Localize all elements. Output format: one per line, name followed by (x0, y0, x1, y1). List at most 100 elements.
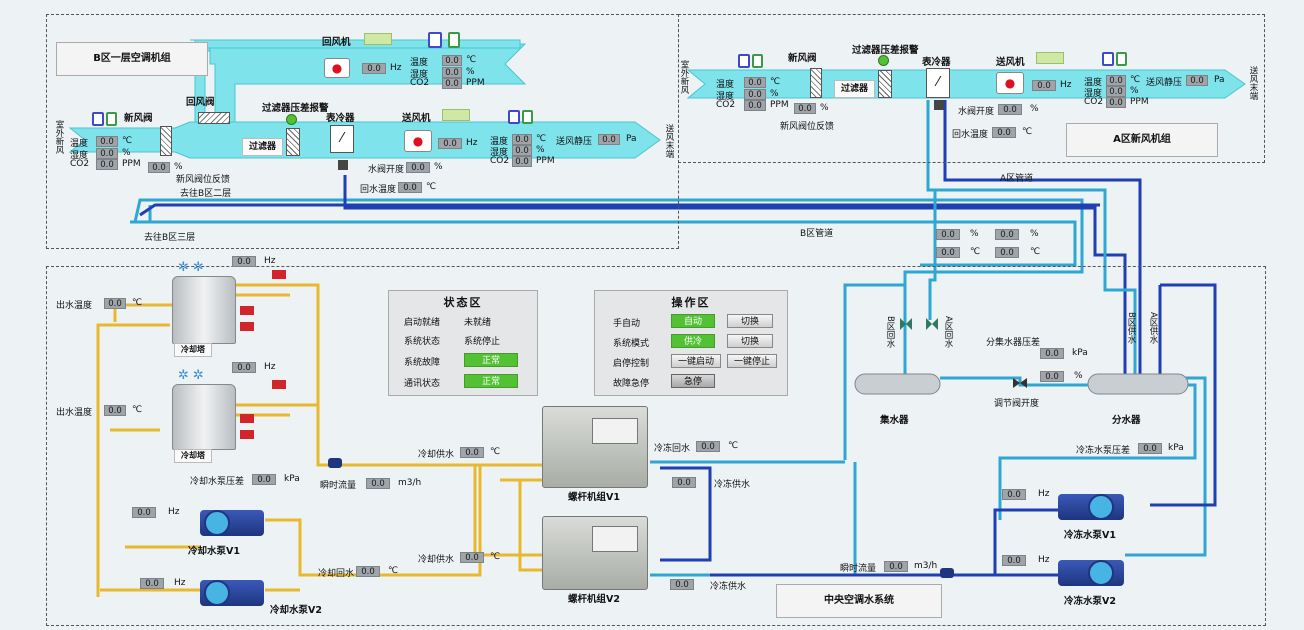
tower2-valve-top-icon[interactable] (272, 380, 286, 389)
b-out-sensors (92, 112, 122, 126)
tower1-fan-icon[interactable]: ✲✲ (178, 260, 208, 275)
b-return-valve-icon[interactable] (900, 318, 912, 330)
manifold-dp-label: 分集水器压差 (986, 338, 1041, 348)
a-water-valve-icon[interactable] (934, 100, 944, 110)
cooling-flow-value: 0.0 (366, 478, 390, 489)
chw-flow-label: 瞬时流量 (840, 564, 877, 574)
b-return-fan-hz-unit: Hz (390, 63, 402, 73)
a-fresh-feedback-value: 0.0 (794, 103, 816, 114)
tower2[interactable] (172, 384, 236, 450)
pipe-reading-3-unit: ℃ (970, 247, 981, 257)
b-out-hum-value: 0.0 (96, 148, 118, 159)
cw-supply2-value: 0.0 (460, 552, 484, 563)
a-filter-label: 过滤器 (834, 80, 876, 98)
b-coil-label: 表冷器 (326, 113, 355, 124)
b-return-fan-hz: 0.0 (362, 63, 386, 74)
ops-row-3-label: 启停控制 (613, 359, 650, 369)
tower2-fan-icon[interactable]: ✲✲ (178, 368, 208, 383)
ops-start-button[interactable]: 一键启动 (671, 354, 721, 368)
a-return-temp-label: 回水温度 (952, 130, 989, 140)
ops-mode-state: 供冷 (671, 334, 715, 348)
a-static-pressure-unit: Pa (1214, 75, 1225, 85)
manifold-dp-unit: kPa (1072, 348, 1088, 358)
a-valve-opening-unit: % (1030, 104, 1039, 114)
ops-estop-button[interactable]: 急停 (671, 374, 715, 388)
chw-supply2-value: 0.0 (670, 579, 694, 590)
a-out-temp-unit: ℃ (770, 77, 781, 87)
b-supply-co2-value: 0.0 (512, 156, 532, 167)
a-outdoor-label: 室外新风 (679, 60, 689, 94)
b-return-label: B区回水 (885, 316, 895, 348)
b-supply-temp-label: 温度 (490, 137, 509, 147)
regulator-unit: % (1074, 371, 1083, 381)
tower1-hz: 0.0 (232, 256, 256, 267)
a-supply-fan-hz-unit: Hz (1060, 80, 1072, 90)
b-water-valve-icon[interactable] (338, 160, 348, 170)
ops-mode-switch-button[interactable]: 切换 (727, 334, 773, 348)
b-return-hum-value: 0.0 (442, 67, 462, 78)
manifold-dp-value: 0.0 (1040, 348, 1064, 359)
tower2-valve-a-icon[interactable] (240, 414, 254, 423)
ops-stop-button[interactable]: 一键停止 (727, 354, 777, 368)
b-supply-fan-icon[interactable]: ● (404, 130, 432, 152)
a-supply-fan-icon[interactable]: ● (996, 72, 1024, 94)
a-return-label: A区回水 (943, 316, 953, 348)
b-zone-pipes-dark (139, 175, 1127, 375)
a-zone-pipes-dark (943, 100, 1142, 375)
cooling-flowmeter-icon (328, 458, 342, 468)
b-unit-title: B区一层空调机组 (56, 42, 208, 76)
chiller1-panel-icon (592, 418, 638, 444)
status-panel: 状态区 启动就绪 未就绪 系统状态 系统停止 系统故障 正常 通讯状态 正常 (388, 290, 538, 396)
a-out-temp-label: 温度 (716, 80, 735, 90)
a-out-hum-value: 0.0 (744, 89, 766, 100)
chpump2-hz-unit: Hz (1038, 555, 1050, 565)
b-fresh-damper-label: 新风阀 (124, 113, 153, 124)
tower1-valve-top-icon[interactable] (272, 270, 286, 279)
tower1-name: 冷却塔 (174, 343, 212, 357)
tower1-valve-a-icon[interactable] (240, 306, 254, 315)
b-return-fan-icon[interactable]: ● (324, 58, 350, 78)
b-out-temp-label: 温度 (70, 139, 89, 149)
regulator-label: 调节阀开度 (994, 399, 1040, 409)
a-fresh-damper-icon[interactable] (810, 68, 822, 98)
tower1-valve-b-icon[interactable] (240, 322, 254, 331)
b-static-pressure-unit: Pa (626, 134, 637, 144)
b-supply-hum-unit: % (536, 145, 545, 155)
tower2-hz-unit: Hz (264, 362, 276, 372)
tower2-valve-b-icon[interactable] (240, 430, 254, 439)
a-valve-opening-value: 0.0 (998, 104, 1022, 115)
a-fresh-damper-label: 新风阀 (788, 53, 817, 64)
regulator-valve-icon[interactable] (1013, 378, 1027, 388)
a-filter-icon (878, 70, 892, 98)
b-return-co2-unit: PPM (466, 78, 485, 88)
status-row-2-value: 系统停止 (464, 337, 501, 347)
status-row-4-label: 通讯状态 (404, 379, 441, 389)
b-filter-alarm-light (286, 114, 297, 125)
chpump1-hz-unit: Hz (1038, 489, 1050, 499)
cooling-flow-unit: m3/h (398, 478, 422, 488)
cpump1-hz: 0.0 (132, 507, 156, 518)
b-out-temp-value: 0.0 (96, 136, 118, 147)
ops-auto-switch-button[interactable]: 切换 (727, 314, 773, 328)
cooling-pump-dp-unit: kPa (284, 474, 300, 484)
pipe-reading-1: 0.0 (936, 229, 960, 240)
b-return-damper-icon[interactable] (198, 112, 230, 124)
a-out-temp-value: 0.0 (744, 77, 766, 88)
chw-flow-value: 0.0 (884, 561, 908, 572)
cpump1-impeller-icon (204, 510, 230, 536)
a-unit-panel (678, 14, 1265, 163)
pipe-reading-3: 0.0 (936, 247, 960, 258)
a-return-valve-icon[interactable] (926, 318, 938, 330)
chpump2-name: 冷冻水泵V2 (1064, 596, 1116, 607)
b-fresh-damper-icon[interactable] (160, 126, 172, 156)
status-fault-badge: 正常 (464, 353, 518, 367)
tower1[interactable] (172, 276, 236, 344)
a-supply-end-label: 送风末端 (1248, 66, 1258, 100)
b-filter-icon (286, 128, 300, 156)
chw-supply1-label: 冷冻供水 (714, 480, 751, 490)
b-fresh-feedback-pct: % (174, 162, 183, 172)
chiller2-name: 螺杆机组V2 (568, 594, 620, 605)
b-out-co2-unit: PPM (122, 159, 141, 169)
cpump2-hz-unit: Hz (174, 578, 186, 588)
cw-supply1-label: 冷却供水 (418, 450, 455, 460)
